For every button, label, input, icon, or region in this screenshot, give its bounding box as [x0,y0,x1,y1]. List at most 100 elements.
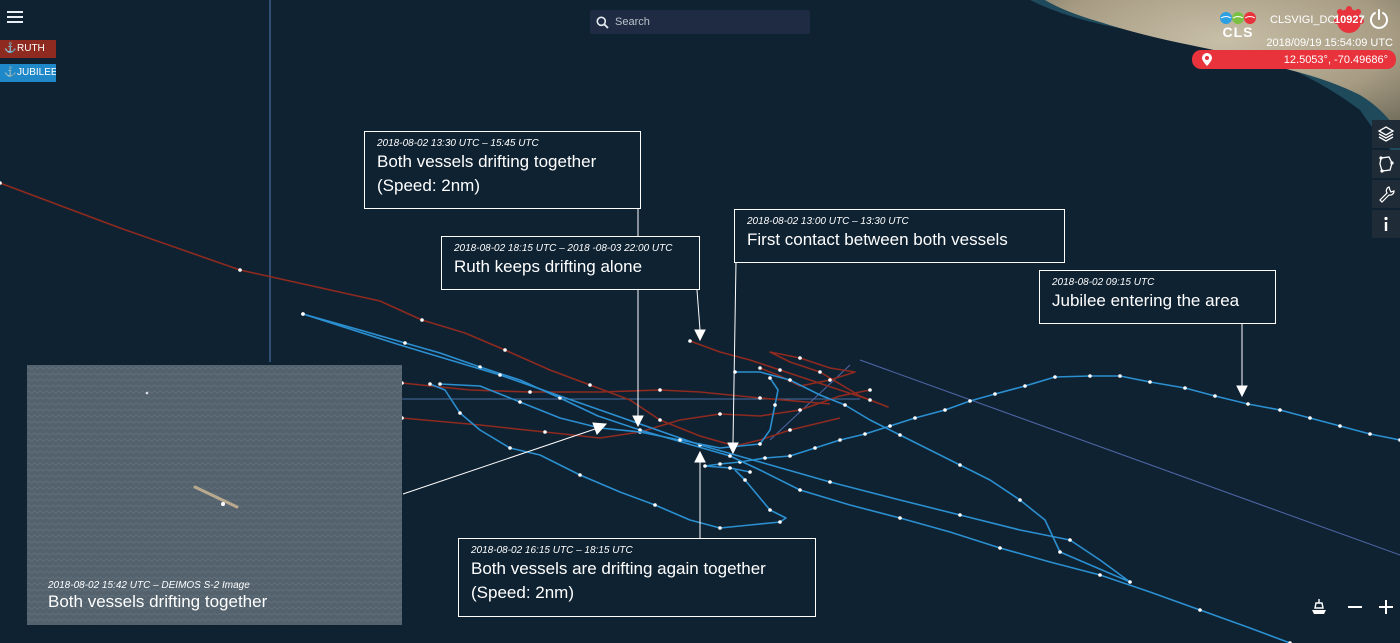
zoom-out-button[interactable] [1342,594,1368,620]
track-position-point[interactable] [238,268,242,272]
track-position-point[interactable] [968,399,972,403]
track-position-point[interactable] [758,396,762,400]
power-icon[interactable] [1368,8,1390,30]
track-position-point[interactable] [718,412,722,416]
track-position-point[interactable] [868,388,872,392]
track-position-point[interactable] [768,376,772,380]
track-position-point[interactable] [1368,432,1372,436]
track-position-point[interactable] [658,388,662,392]
track-position-point[interactable] [653,503,657,507]
username[interactable]: CLSVIGI_DO [1270,14,1337,26]
callout-text: First contact between both vessels [747,230,1008,249]
jubilee-track[interactable] [301,312,1400,643]
track-position-point[interactable] [998,546,1002,550]
track-position-point[interactable] [718,462,722,466]
track-position-point[interactable] [1213,394,1217,398]
alert-icon[interactable] [1334,6,1364,36]
track-position-point[interactable] [703,464,707,468]
menu-button[interactable] [5,8,25,24]
track-position-point[interactable] [748,470,752,474]
track-position-point[interactable] [818,370,822,374]
track-position-point[interactable] [1098,573,1102,577]
track-position-point[interactable] [688,339,692,343]
area-button[interactable] [1372,150,1400,178]
track-position-point[interactable] [763,456,767,460]
track-position-point[interactable] [503,348,507,352]
track-position-point[interactable] [1246,402,1250,406]
track-position-point[interactable] [578,473,582,477]
track-position-point[interactable] [1183,386,1187,390]
track-position-point[interactable] [498,373,502,377]
track-position-point[interactable] [828,378,832,382]
track-position-point[interactable] [788,378,792,382]
track-position-point[interactable] [428,382,432,386]
track-position-point[interactable] [1308,416,1312,420]
track-position-point[interactable] [888,424,892,428]
track-position-point[interactable] [1118,374,1122,378]
track-position-point[interactable] [773,403,777,407]
track-position-point[interactable] [813,446,817,450]
track-position-point[interactable] [0,181,2,185]
track-position-point[interactable] [1278,408,1282,412]
track-position-point[interactable] [898,433,902,437]
ruth-track[interactable] [0,181,889,448]
search-bar[interactable] [590,10,810,34]
track-position-point[interactable] [898,516,902,520]
track-position-point[interactable] [508,446,512,450]
track-position-point[interactable] [828,480,832,484]
vessel-legend-jubilee[interactable]: ⚓JUBILEE [0,64,56,82]
track-position-point[interactable] [778,368,782,372]
layers-button[interactable] [1372,120,1400,148]
info-button[interactable] [1372,210,1400,238]
track-position-point[interactable] [403,341,407,345]
track-position-point[interactable] [438,382,442,386]
track-position-point[interactable] [543,430,547,434]
track-position-point[interactable] [718,526,722,530]
track-position-point[interactable] [1148,380,1152,384]
track-position-point[interactable] [778,520,782,524]
track-position-point[interactable] [798,488,802,492]
track-position-point[interactable] [993,392,997,396]
track-position-point[interactable] [588,383,592,387]
track-position-point[interactable] [420,318,424,322]
track-position-point[interactable] [528,390,532,394]
track-position-point[interactable] [958,463,962,467]
track-position-point[interactable] [1058,550,1062,554]
track-position-point[interactable] [1068,538,1072,542]
track-position-point[interactable] [798,356,802,360]
track-position-point[interactable] [1023,384,1027,388]
track-position-point[interactable] [863,432,867,436]
track-position-point[interactable] [458,411,462,415]
track-position-point[interactable] [1018,498,1022,502]
track-position-point[interactable] [913,416,917,420]
track-position-point[interactable] [768,508,772,512]
track-position-point[interactable] [1088,374,1092,378]
track-position-point[interactable] [758,366,762,370]
zoom-in-button[interactable] [1373,594,1399,620]
search-input[interactable] [613,15,797,29]
track-position-point[interactable] [798,408,802,412]
track-position-point[interactable] [788,428,792,432]
track-position-point[interactable] [1198,608,1202,612]
track-position-point[interactable] [838,438,842,442]
track-position-point[interactable] [678,438,682,442]
track-position-point[interactable] [658,418,662,422]
track-position-point[interactable] [758,442,762,446]
vessel-focus-button[interactable] [1306,594,1332,620]
track-position-point[interactable] [843,403,847,407]
tools-button[interactable] [1372,180,1400,208]
track-position-point[interactable] [1338,424,1342,428]
track-position-point[interactable] [518,400,522,404]
track-position-point[interactable] [301,312,305,316]
track-position-point[interactable] [728,454,732,458]
track-position-point[interactable] [958,513,962,517]
track-position-point[interactable] [1053,375,1057,379]
track-position-point[interactable] [943,408,947,412]
vessel-legend-ruth[interactable]: ⚓RUTH [0,40,56,58]
track-position-point[interactable] [743,478,747,482]
track-position-point[interactable] [788,454,792,458]
track-position-point[interactable] [1128,580,1132,584]
track-position-point[interactable] [728,466,732,470]
track-position-point[interactable] [868,398,872,402]
track-position-point[interactable] [638,428,642,432]
